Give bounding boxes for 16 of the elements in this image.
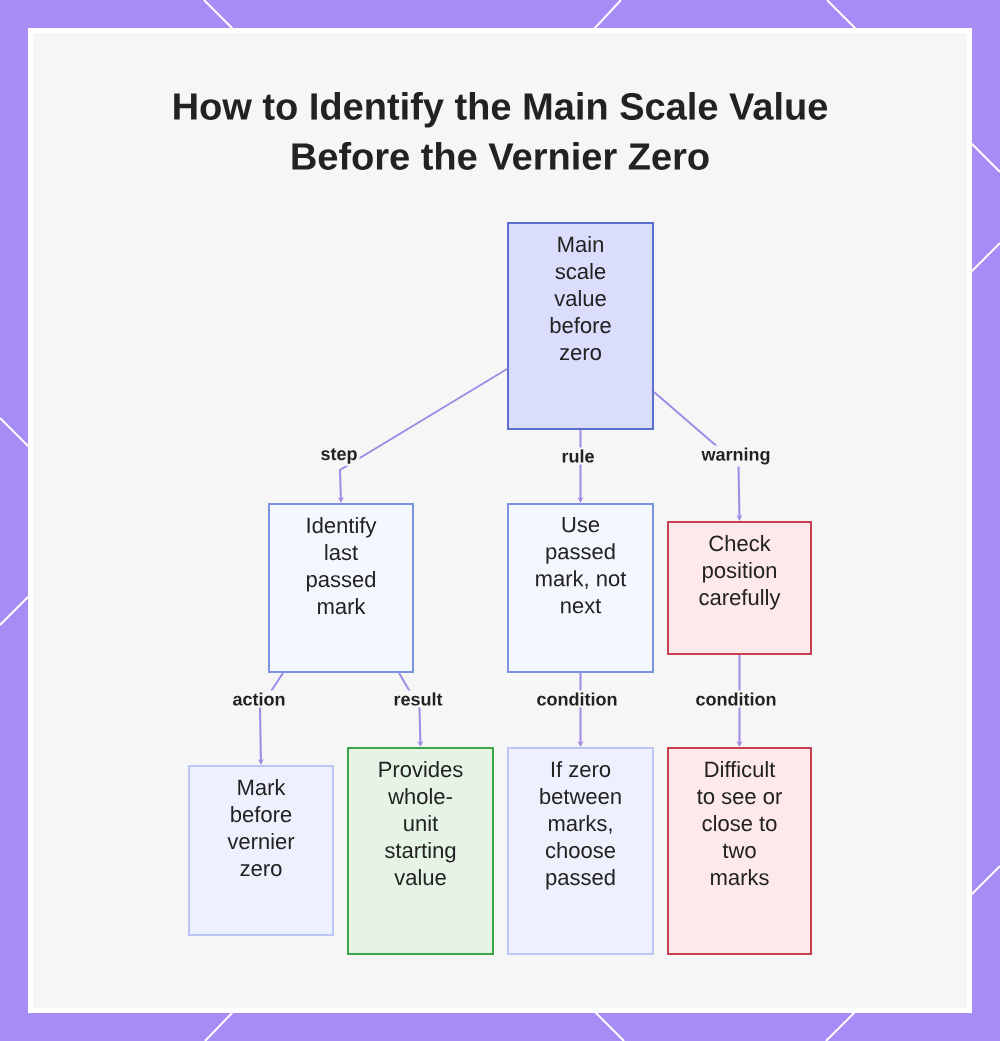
connector-arrow: [653, 391, 743, 521]
node-box: Mark before vernier zero: [188, 765, 334, 936]
edge-label: rule: [559, 447, 597, 465]
node-box: Difficult to see or close to two marks: [667, 747, 812, 955]
edge-label: condition: [693, 690, 779, 708]
node-box: If zero between marks, choose passed: [507, 747, 654, 955]
edge-label: result: [391, 690, 445, 708]
edge-label: condition: [534, 690, 620, 708]
node-box: Use passed mark, not next: [507, 503, 654, 673]
node-box: Provides whole-unit starting value: [347, 747, 494, 955]
edge-label: step: [318, 446, 360, 466]
edge-label: action: [230, 690, 288, 708]
node-box: Identify last passed mark: [268, 503, 414, 673]
node-box: Check position carefully: [667, 521, 812, 655]
node-box: Main scale value before zero: [507, 222, 654, 430]
title: How to Identify the Main Scale Value Before the Vernier Zero: [174, 92, 828, 170]
